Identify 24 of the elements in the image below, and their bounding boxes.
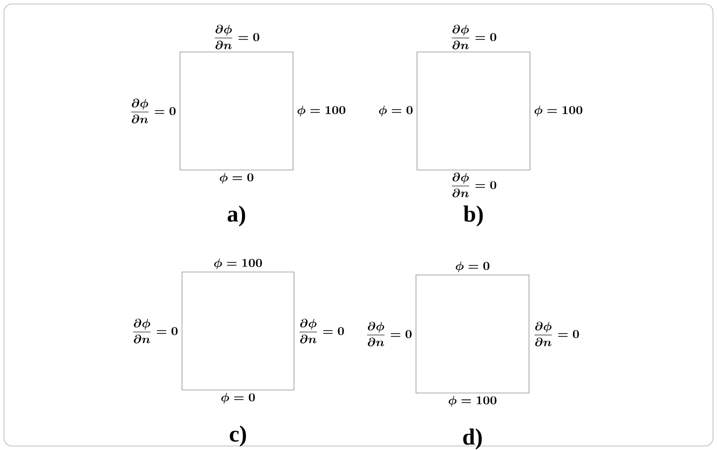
boundary-condition: $\phi=100$: [298, 106, 346, 116]
panel-label: a): [228, 206, 246, 226]
panel-label: d): [463, 428, 482, 450]
boundary-condition: $\phi=100$: [214, 258, 262, 270]
square-domain: [180, 52, 294, 170]
boundary-condition: $\frac{\partial \phi}{\partial n}=0$: [452, 172, 496, 198]
boundary-condition: $\frac{\partial \phi}{\partial n}=0$: [299, 318, 344, 344]
boundary-condition: $\frac{\partial \phi}{\partial n}=0$: [133, 318, 178, 344]
panel-label: c): [230, 426, 246, 446]
boundary-condition: $\frac{\partial \phi}{\partial n}=0$: [452, 24, 496, 50]
boundary-condition: $\frac{\partial \phi}{\partial n}=0$: [131, 98, 176, 124]
boundary-condition: $\phi=0$: [379, 106, 413, 116]
square-domain: [182, 272, 294, 390]
boundary-condition: $\frac{\partial \phi}{\partial n}=0$: [214, 24, 260, 50]
boundary-condition: $\frac{\partial \phi}{\partial n}=0$: [534, 322, 579, 346]
panel-label: b): [464, 206, 483, 226]
square-domain: [416, 274, 530, 394]
boundary-condition: $\phi=0$: [456, 261, 490, 272]
boundary-condition: $\phi=0$: [221, 392, 255, 404]
boundary-condition: $\phi=100$: [448, 396, 496, 407]
boundary-condition: $\phi=0$: [220, 172, 254, 184]
boundary-condition: $\frac{\partial \phi}{\partial n}=0$: [367, 322, 412, 346]
boundary-condition: $\phi=100$: [534, 106, 582, 116]
square-domain: [416, 52, 530, 170]
